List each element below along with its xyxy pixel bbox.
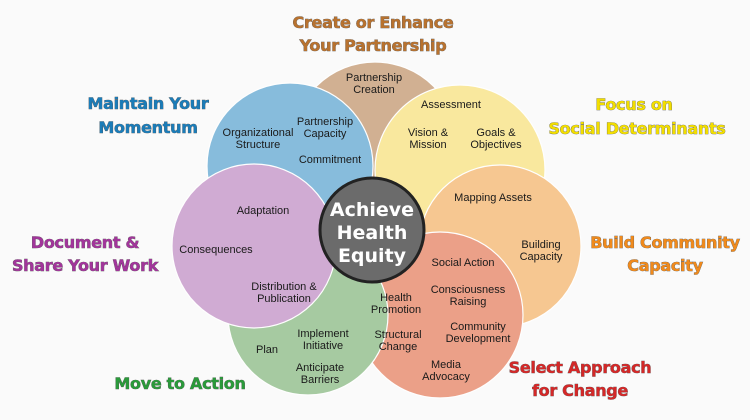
title-line: Share Your Work (12, 256, 159, 275)
label-line: Change (379, 341, 418, 353)
label-line: Distribution & (251, 281, 317, 293)
title-capacity: Build Community Capacity (590, 233, 741, 276)
center-line-2: Health (337, 222, 408, 244)
center-line-1: Achieve (330, 199, 414, 221)
label-goals-objectives: Goals &Objectives (470, 127, 522, 151)
label-line: Implement (297, 328, 348, 340)
label-commitment: Commitment (299, 154, 361, 166)
label-line: Plan (256, 344, 278, 356)
label-line: Publication (257, 293, 311, 305)
label-line: Organizational (223, 127, 294, 139)
label-assessment: Assessment (421, 99, 481, 111)
title-line: Capacity (627, 256, 703, 275)
title-line: Focus on (595, 95, 672, 114)
title-line: Create or Enhance (293, 13, 454, 32)
center-circle (318, 176, 426, 284)
label-mapping-assets: Mapping Assets (454, 192, 532, 204)
label-line: Initiative (303, 340, 343, 352)
title-line: Build Community (590, 233, 740, 252)
title-line: Maintain Your (88, 94, 209, 113)
label-line: Mission (409, 139, 446, 151)
center-label: Achieve Health Equity (330, 199, 414, 267)
label-line: Development (446, 333, 511, 345)
label-line: Creation (353, 84, 395, 96)
label-consequences: Consequences (179, 244, 253, 256)
title-line: Momentum (98, 118, 197, 137)
label-line: Raising (450, 296, 487, 308)
center-line-3: Equity (338, 245, 407, 267)
title-approach: Select Approach for Change (508, 358, 652, 401)
label-line: Barriers (301, 374, 340, 386)
label-distribution-publication: Distribution &Publication (251, 281, 317, 305)
title-document: Document & Share Your Work (12, 233, 160, 276)
label-vision-mission: Vision &Mission (408, 127, 449, 151)
label-line: Structural (374, 329, 421, 341)
title-line: Your Partnership (299, 36, 447, 55)
label-line: Consciousness (431, 284, 506, 296)
label-plan: Plan (256, 344, 278, 356)
label-line: Health (380, 292, 412, 304)
title-line: for Change (532, 381, 628, 400)
label-line: Commitment (299, 154, 361, 166)
label-line: Partnership (346, 72, 402, 84)
title-momentum: Maintain Your Momentum (87, 94, 209, 138)
label-line: Objectives (470, 139, 522, 151)
label-line: Promotion (371, 304, 421, 316)
title-social: Focus on Social Determinants (548, 95, 726, 139)
label-line: Structure (236, 139, 281, 151)
title-line: Document & (31, 233, 140, 252)
label-line: Goals & (476, 127, 516, 139)
label-line: Adaptation (237, 205, 290, 217)
label-line: Anticipate (296, 362, 344, 374)
label-line: Partnership (297, 116, 353, 128)
title-partnership: Create or Enhance Your Partnership (292, 13, 454, 56)
title-line: Social Determinants (548, 119, 725, 138)
title-action: Move to Action (114, 374, 246, 394)
label-social-action: Social Action (432, 257, 495, 269)
label-line: Community (450, 321, 506, 333)
label-line: Media (431, 359, 462, 371)
label-line: Building (521, 239, 560, 251)
label-line: Assessment (421, 99, 481, 111)
label-adaptation: Adaptation (237, 205, 290, 217)
label-line: Consequences (179, 244, 253, 256)
title-line: Select Approach (509, 358, 652, 377)
label-line: Mapping Assets (454, 192, 532, 204)
label-line: Vision & (408, 127, 449, 139)
title-line: Move to Action (114, 374, 245, 393)
label-line: Advocacy (422, 371, 470, 383)
label-line: Capacity (304, 128, 347, 140)
label-line: Capacity (520, 251, 563, 263)
label-line: Social Action (432, 257, 495, 269)
